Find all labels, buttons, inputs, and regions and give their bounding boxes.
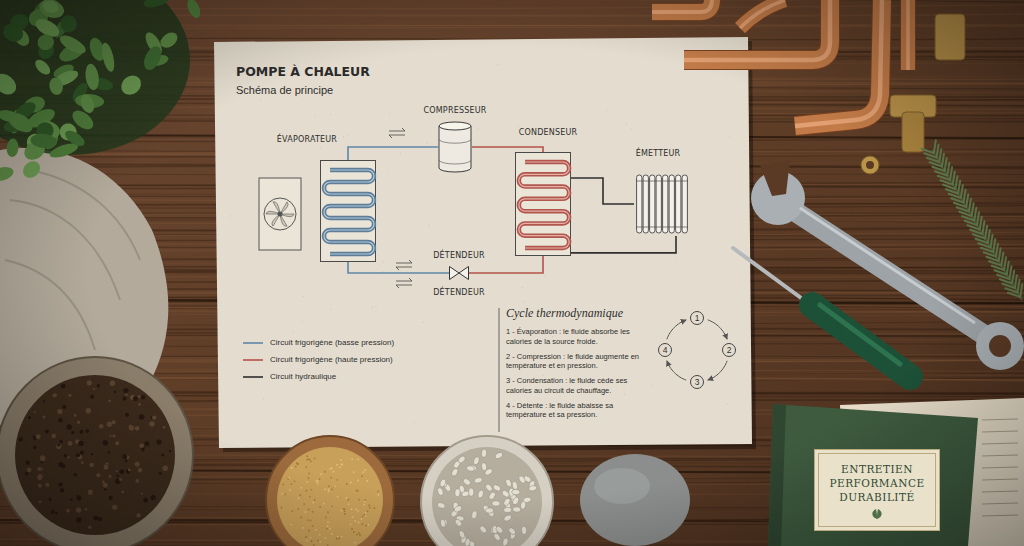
condenser-coil-drawing [519, 162, 569, 248]
component-label: DÉTENDEUR [433, 289, 485, 298]
flow-direction-arrows [396, 278, 412, 288]
legend-text: Circuit frigorigène (basse pression) [270, 338, 394, 347]
cover-title: ENTRETIEN PERFORMANCE DURABILITÉ [829, 462, 924, 505]
legend-row: Circuit hydraulique [243, 372, 336, 381]
section-rule [499, 308, 500, 432]
legend-line-sample [243, 359, 263, 361]
leaf-icon [869, 508, 885, 520]
condenser-coil-shape [516, 153, 572, 257]
cycle-step-text: 3 - Condensation : le fluide cède ses ca… [506, 376, 654, 396]
legend-row: Circuit frigorigène (basse pression) [243, 338, 394, 347]
step-number: 3 [691, 376, 703, 388]
component-label: DÉTENDEUR [433, 252, 485, 261]
legend-line-sample [243, 342, 263, 344]
evaporator-coil-drawing [324, 170, 374, 254]
cycle-arrow [667, 320, 686, 339]
flow-direction-arrows [389, 128, 412, 288]
circuit-pipe [348, 262, 449, 273]
fan-unit [259, 178, 301, 250]
cycle-step-text: 1 - Évaporation : le fluide absorbe les … [506, 327, 654, 347]
legend-line-sample [243, 374, 263, 380]
leaf-icon [872, 509, 881, 519]
radiator-emitter-drawing [636, 175, 688, 233]
book-cover-label: ENTRETIEN PERFORMANCE DURABILITÉ [818, 453, 935, 527]
component-label: ÉMETTEUR [636, 150, 681, 159]
cycle-arrow [667, 361, 686, 380]
cycle-arrow [708, 320, 727, 339]
component-label: CONDENSEUR [519, 129, 578, 138]
cycle-step-number: 4 [658, 343, 672, 357]
legend-line-sample [243, 357, 263, 363]
compressor: COMPRESSEUR [438, 121, 472, 173]
cycle-step-number: 2 [722, 343, 736, 357]
subtitle: Schéma de principe [236, 84, 333, 96]
expansion-valve-drawing [450, 267, 469, 280]
component-label: COMPRESSEUR [423, 107, 486, 116]
radiator-emitter: ÉMETTEUR [634, 172, 690, 236]
section-rule [499, 308, 500, 432]
fan-unit [278, 212, 283, 217]
fan-unit [264, 198, 296, 230]
expansion-valve: DÉTENDEURDÉTENDEUR [449, 266, 469, 280]
diagram-title: POMPE À CHALEUR [236, 64, 370, 79]
cycle-step-number: 3 [690, 375, 704, 389]
expansion-valve-shape [449, 266, 469, 280]
step-number: 1 [691, 312, 703, 324]
evaporator-coil-shape [321, 161, 377, 263]
section-heading: Cycle thermodynamique [506, 306, 623, 321]
cycle-arrow [708, 361, 727, 380]
cycle-step-number: 1 [690, 311, 704, 325]
condenser-coil: CONDENSEUR [515, 152, 571, 256]
circuit-pipe [571, 178, 634, 204]
cycle-step-text: 4 - Détente : le fluide abaisse sa tempé… [506, 401, 654, 421]
legend-line-sample [243, 340, 263, 346]
step-number: 2 [723, 344, 735, 356]
component-label: ÉVAPORATEUR [277, 136, 337, 145]
compressor-drawing [439, 122, 471, 172]
circuit-pipe [571, 236, 676, 253]
legend-text: Circuit hydraulique [270, 372, 336, 381]
circuit-pipe [348, 147, 438, 160]
legend-text: Circuit frigorigène (haute pression) [270, 355, 393, 364]
legend-line-sample [243, 376, 263, 378]
radiator-emitter-shape [634, 172, 690, 236]
flow-direction-arrows [396, 260, 412, 270]
cycle-step-text: 2 - Compression : le fluide augmente en … [506, 352, 654, 372]
evaporator-coil: ÉVAPORATEUR [320, 160, 376, 262]
fan-unit [259, 178, 301, 250]
compressor-shape [438, 121, 472, 173]
flow-direction-arrows [389, 128, 405, 138]
legend-row: Circuit frigorigène (haute pression) [243, 355, 393, 364]
step-number: 4 [659, 344, 671, 356]
